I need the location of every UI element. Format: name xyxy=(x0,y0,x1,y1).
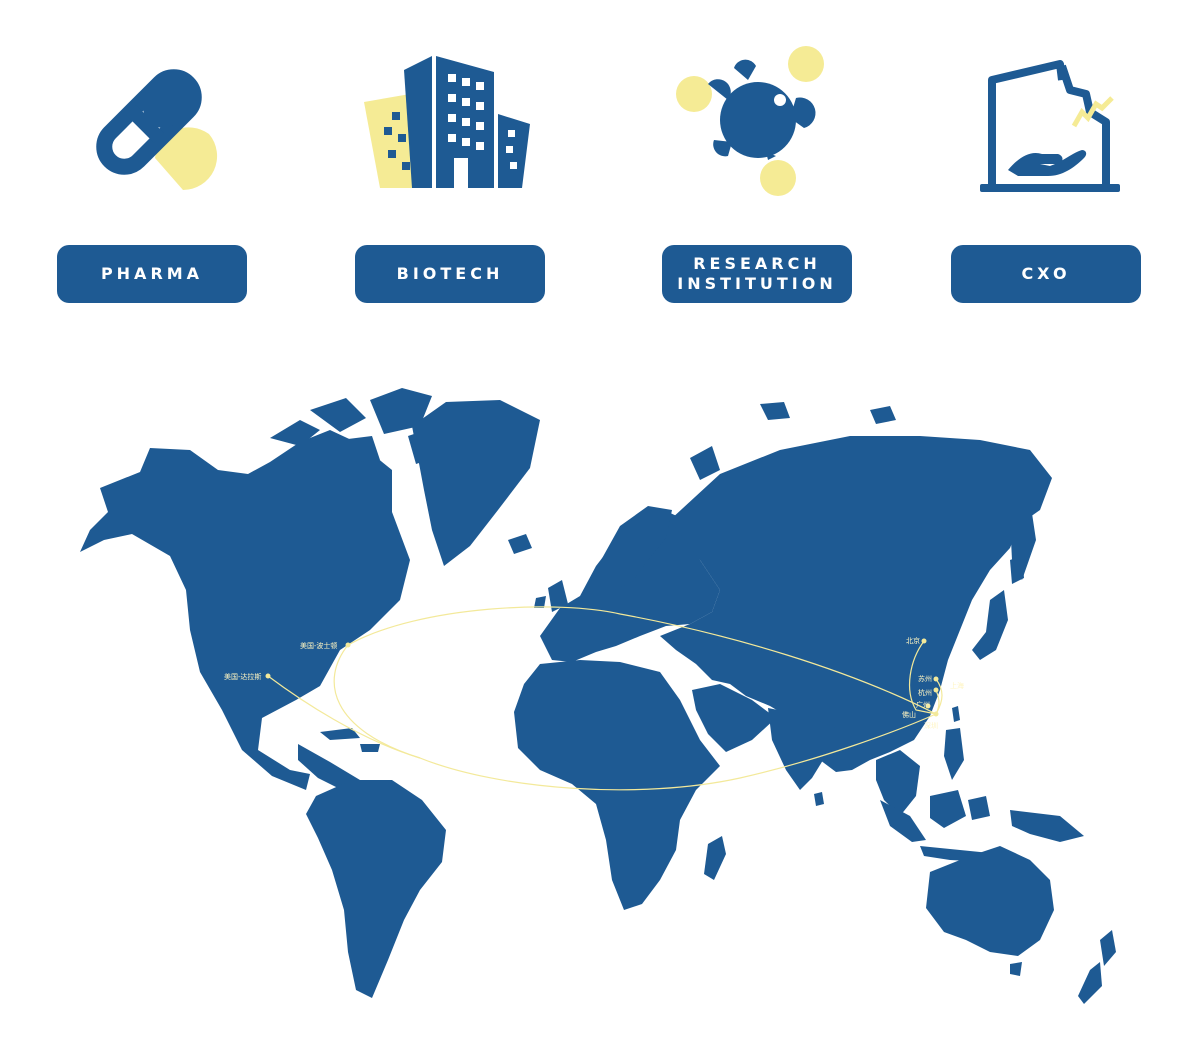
label-shenzhen: 深圳 xyxy=(924,721,938,730)
marker-hangzhou xyxy=(933,687,939,693)
label-hangzhou: 杭州 xyxy=(918,688,932,697)
research-institution-button[interactable]: RESEARCH INSTITUTION xyxy=(662,245,852,303)
research-label-line2: INSTITUTION xyxy=(677,274,837,293)
capsule-icon xyxy=(96,69,218,191)
city-markers xyxy=(265,638,939,717)
label-foshan: 佛山 xyxy=(902,710,916,719)
route-beijing-shenzhen xyxy=(909,640,937,715)
pharma-label: PHARMA xyxy=(100,264,204,283)
world-map-icon xyxy=(80,388,1116,1004)
pharma-button[interactable]: PHARMA xyxy=(57,245,247,303)
route-dallas-shenzhen xyxy=(267,675,937,791)
marker-guangzhou xyxy=(925,703,931,709)
label-suzhou: 苏州 xyxy=(918,674,932,683)
route-boston-shenzhen xyxy=(347,606,937,715)
marker-suzhou xyxy=(933,676,939,682)
label-beijing: 北京 xyxy=(906,636,920,645)
cxo-label: CXO xyxy=(1021,264,1071,283)
route-lines xyxy=(267,606,943,791)
marker-dallas xyxy=(265,673,271,679)
label-boston: 美国-波士顿 xyxy=(300,641,337,650)
biotech-label: BIOTECH xyxy=(396,264,504,283)
buildings-icon xyxy=(364,56,530,188)
world-map: 美国-波士顿 美国-达拉斯 北京 苏州 上海 杭州 广州 佛山 深圳 xyxy=(80,388,1116,1004)
biotech-button[interactable]: BIOTECH xyxy=(355,245,545,303)
label-dallas: 美国-达拉斯 xyxy=(224,672,261,681)
cxo-button[interactable]: CXO xyxy=(951,245,1141,303)
laptop-growth-icon xyxy=(980,60,1120,192)
marker-beijing xyxy=(921,638,927,644)
molecule-icon xyxy=(676,46,824,196)
research-label-line1: RESEARCH xyxy=(693,254,821,273)
label-guangzhou: 广州 xyxy=(916,700,930,709)
label-shanghai: 上海 xyxy=(950,681,964,690)
route-boston-arc-south xyxy=(333,644,421,759)
marker-boston xyxy=(345,642,351,648)
marker-shenzhen xyxy=(933,711,939,717)
